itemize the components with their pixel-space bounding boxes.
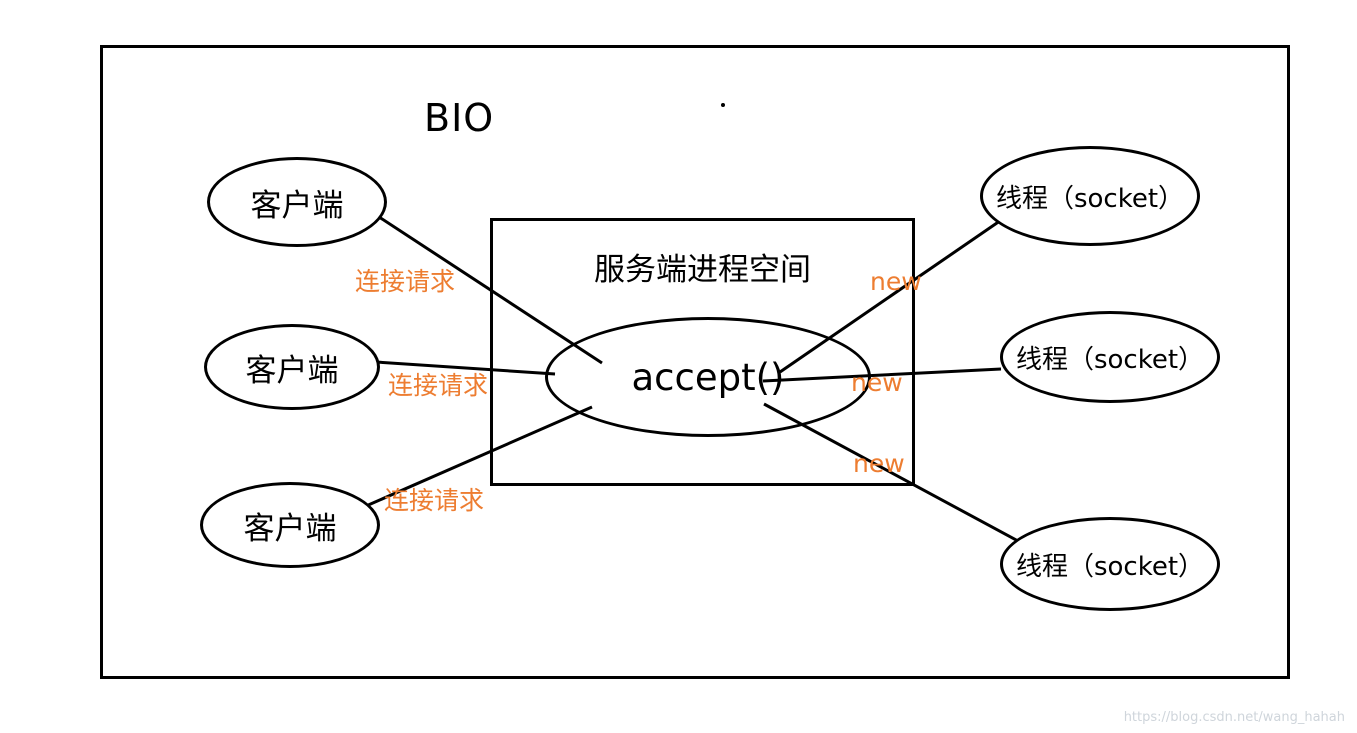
thread-label-2: 线程（socket）: [1015, 344, 1205, 375]
thread-ellipse-1: 线程（socket）: [980, 146, 1200, 246]
server-process-label: 服务端进程空间: [594, 252, 811, 288]
client-ellipse-2: 客户端: [204, 324, 380, 410]
stray-dot: [721, 103, 725, 107]
diagram-title: BIO: [424, 96, 495, 140]
accept-ellipse: accept(): [545, 317, 871, 437]
client-label-2: 客户端: [245, 352, 339, 389]
thread-label-3: 线程（socket）: [1015, 551, 1205, 582]
new-label-3: new: [853, 449, 905, 478]
client-ellipse-3: 客户端: [200, 482, 380, 568]
thread-label-1: 线程（socket）: [995, 183, 1185, 214]
connection-request-label-3: 连接请求: [384, 486, 485, 515]
outer-border: [100, 45, 1290, 679]
new-label-2: new: [851, 368, 903, 397]
server-process-box: [490, 218, 915, 486]
accept-label: accept(): [631, 355, 785, 399]
new-label-1: new: [870, 267, 922, 296]
connection-request-label-1: 连接请求: [355, 267, 456, 296]
thread-ellipse-2: 线程（socket）: [1000, 311, 1220, 403]
client-label-1: 客户端: [250, 187, 344, 224]
connection-request-label-2: 连接请求: [388, 371, 489, 400]
thread-ellipse-3: 线程（socket）: [1000, 517, 1220, 611]
client-ellipse-1: 客户端: [207, 157, 387, 247]
watermark: https://blog.csdn.net/wang_hahah: [1123, 710, 1345, 725]
client-label-3: 客户端: [243, 510, 337, 547]
